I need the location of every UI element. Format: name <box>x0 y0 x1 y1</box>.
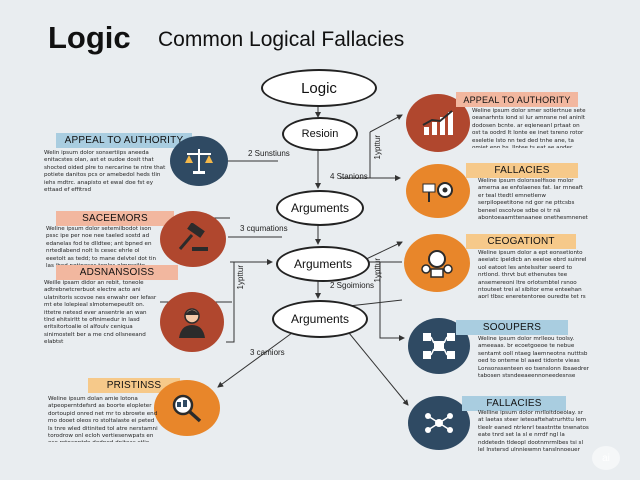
node-logic: Logic <box>261 69 377 107</box>
card-icon-circle <box>404 234 470 292</box>
card-body: Weline ipsum dolor setemilbodot ison pss… <box>46 226 157 270</box>
card-banner: ADSNANSOISS <box>56 265 178 280</box>
card-banner: SACEEMORS <box>56 211 174 226</box>
card-body: Weline ipsum dolor a ept eonsetionto aee… <box>478 250 587 298</box>
card-banner: FALLACIES <box>462 396 566 411</box>
card-icon-circle <box>408 318 470 374</box>
edge-to-pristinss <box>217 332 293 388</box>
card-banner: APPEAL TO AUTHORITY <box>456 92 578 107</box>
card-icon-circle <box>170 136 228 186</box>
card-body: Welline ipsum dolor mrlloitdoeolay. sr a… <box>478 410 589 454</box>
chart-icon <box>422 110 453 135</box>
edge-label: 2 Sunstiuns <box>248 149 290 158</box>
card-body: Weline ipsum dolor mrlleou toolsy. ameea… <box>478 336 589 380</box>
node-arguments-2: Arguments <box>276 246 370 282</box>
edge-right-soupers <box>360 261 405 341</box>
card-body: Weille ipsam didor an rebit, toneole adt… <box>44 280 157 346</box>
edge-label: 3 camiors <box>250 348 285 357</box>
magnifier-icon <box>172 394 202 423</box>
edge-label-vertical: 1ypttur <box>373 258 382 283</box>
network-icon <box>423 333 455 359</box>
card-body: Welin ipsum dolor sonsertiips aneeda eni… <box>44 150 166 192</box>
scales-icon <box>185 149 213 174</box>
edge-label: 2 Sgoimions <box>330 281 375 290</box>
card-banner: CEOGATIONT <box>466 234 576 249</box>
edge-left-3-down <box>226 262 235 343</box>
card-banner: PRISTINSS <box>88 378 180 393</box>
card-icon-circle <box>408 396 470 450</box>
person-icon <box>179 308 205 338</box>
card-body: Weline ipsum dolorsselfisoe molor amerna… <box>478 178 588 220</box>
page-title: Logic <box>48 20 131 55</box>
edge-label-vertical: 1ypttur <box>236 265 245 290</box>
card-icon-circle <box>160 211 226 267</box>
edge-label-vertical: 1ypttur <box>373 135 382 160</box>
edge-label: 4 Stanions <box>330 172 368 181</box>
card-banner: FALLACIES <box>466 163 578 178</box>
node-arguments-1: Arguments <box>276 190 364 226</box>
card-banner: SOOUPERS <box>456 320 568 335</box>
card-icon-circle <box>406 164 470 218</box>
node-reason: Resioin <box>282 117 358 151</box>
card-icon-circle <box>154 380 220 436</box>
watermark: ai <box>592 446 620 470</box>
scales-gear-icon <box>422 182 453 202</box>
edge-right-bottom <box>339 321 409 406</box>
card-body: Weline ipsum dolor smer sotlertnue sete … <box>472 108 586 148</box>
edge-right-top <box>369 114 403 133</box>
card-body: Weline ipsum dolan amie lotona atpeopern… <box>48 396 158 442</box>
page-subtitle: Common Logical Fallacies <box>158 28 405 51</box>
hexagon-network-icon <box>425 413 453 433</box>
node-arguments-3: Arguments <box>272 300 368 338</box>
card-banner: APPEAL TO AUTHORITY <box>56 133 192 148</box>
card-icon-circle <box>160 292 224 352</box>
gavel-icon <box>178 223 208 251</box>
edge-label: 3 cqumations <box>240 224 288 233</box>
people-icon <box>421 250 453 278</box>
